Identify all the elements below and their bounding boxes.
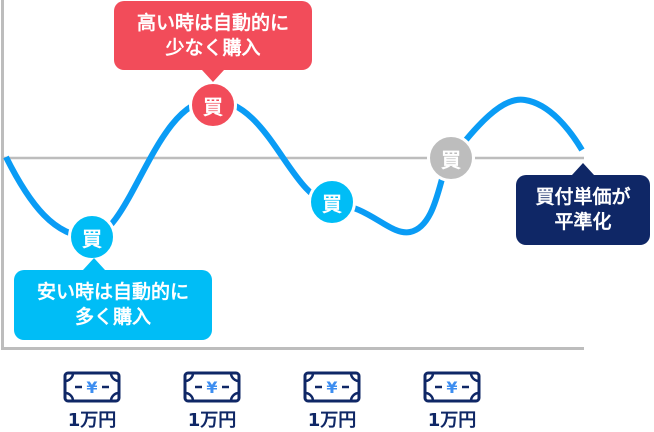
investment-item: ¥ 1万円 bbox=[297, 371, 367, 432]
callout-high-line2: 少なく購入 bbox=[165, 36, 261, 59]
callout-average-line1: 買付単価が bbox=[535, 186, 631, 208]
investment-item: ¥ 1万円 bbox=[177, 371, 247, 432]
svg-text:¥: ¥ bbox=[326, 378, 337, 397]
buy-marker-low-2: 買 bbox=[308, 178, 356, 226]
callout-arrow bbox=[83, 258, 105, 270]
buy-marker-low-1: 買 bbox=[68, 213, 116, 261]
yen-banknote-icon: ¥ bbox=[423, 371, 481, 403]
yen-banknote-icon: ¥ bbox=[303, 371, 361, 403]
investment-item: ¥ 1万円 bbox=[57, 371, 127, 432]
svg-text:¥: ¥ bbox=[86, 378, 97, 397]
buy-marker-high: 買 bbox=[189, 81, 237, 129]
callout-average-price: 買付単価が 平準化 bbox=[516, 163, 650, 245]
yen-banknote-icon: ¥ bbox=[183, 371, 241, 403]
callout-low-price: 安い時は自動的に 多く購入 bbox=[14, 258, 212, 340]
callout-arrow bbox=[202, 70, 224, 82]
callout-average-line2: 平準化 bbox=[554, 211, 612, 233]
callout-low-line1: 安い時は自動的に bbox=[36, 281, 189, 303]
svg-text:¥: ¥ bbox=[206, 378, 217, 397]
investment-amount: 1万円 bbox=[427, 410, 477, 431]
investment-amount: 1万円 bbox=[187, 410, 237, 431]
yen-banknote-icon: ¥ bbox=[63, 371, 121, 403]
callout-high-line1: 高い時は自動的に bbox=[136, 11, 289, 34]
buy-marker-average: 買 bbox=[427, 134, 475, 182]
callout-high-price: 高い時は自動的に 少なく購入 bbox=[114, 1, 312, 82]
callout-low-line2: 多く購入 bbox=[74, 306, 151, 328]
investment-amount: 1万円 bbox=[67, 410, 117, 431]
investment-amount: 1万円 bbox=[307, 410, 357, 431]
svg-text:¥: ¥ bbox=[446, 378, 457, 397]
investment-item: ¥ 1万円 bbox=[417, 371, 487, 432]
callout-arrow bbox=[572, 163, 594, 175]
